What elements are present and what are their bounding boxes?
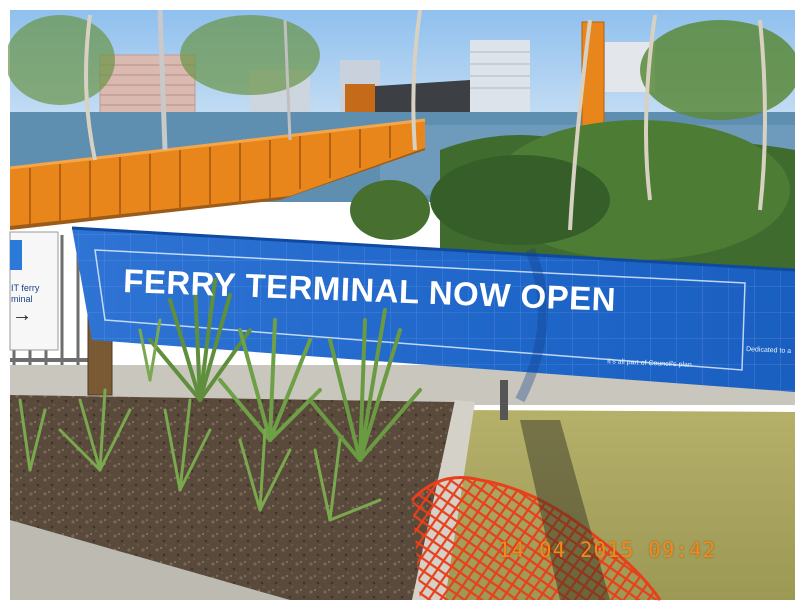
orange-walkway — [9, 118, 426, 230]
trees — [5, 9, 800, 290]
date-timestamp: 14 04 2015 09:42 — [498, 538, 717, 562]
sign-line-2: minal — [11, 294, 33, 304]
ferry-direction-sign — [9, 231, 59, 351]
sign-line-1: IT ferry — [11, 283, 40, 293]
right-arrow-icon: → — [12, 304, 32, 326]
orange-safety-fence — [410, 476, 662, 601]
ferry-terminal-banner — [71, 226, 796, 403]
garden-plants — [18, 278, 422, 522]
